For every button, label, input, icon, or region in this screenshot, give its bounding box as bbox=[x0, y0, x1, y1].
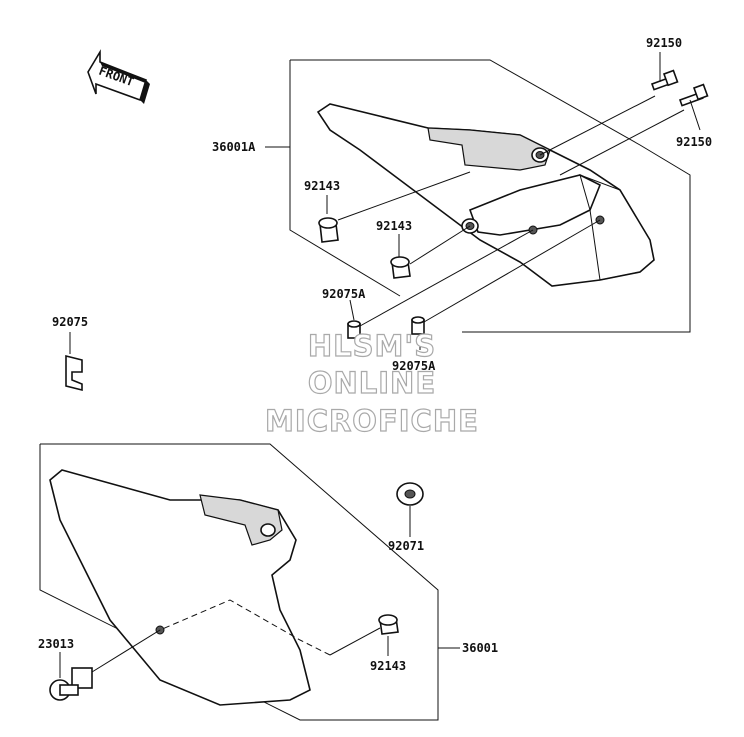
side-cover-upper bbox=[316, 103, 655, 287]
front-arrow-icon: FRONT bbox=[87, 49, 150, 104]
grommet-92143-left bbox=[318, 217, 339, 243]
grommet-92143-mid bbox=[390, 256, 411, 279]
label-92143-left: 92143 bbox=[304, 179, 340, 193]
label-92143-bottom: 92143 bbox=[370, 659, 406, 673]
side-cover-lower bbox=[49, 469, 311, 706]
watermark-line-1: HLSM'S bbox=[308, 329, 436, 363]
screw-23013 bbox=[49, 667, 93, 701]
label-36001: 36001 bbox=[462, 641, 498, 655]
grommet-92143-bottom bbox=[378, 614, 399, 635]
collar-92075A-left bbox=[347, 320, 361, 339]
label-36001A: 36001A bbox=[212, 140, 256, 154]
clip-92075 bbox=[65, 354, 83, 392]
label-92150-top: 92150 bbox=[646, 36, 682, 50]
watermark-line-2: ONLINE bbox=[308, 366, 436, 400]
label-92075A-left: 92075A bbox=[322, 287, 366, 301]
upper-group-frame-left bbox=[289, 60, 401, 297]
watermark-line-3: MICROFICHE bbox=[265, 404, 479, 438]
label-92150-right: 92150 bbox=[676, 135, 712, 149]
label-92071: 92071 bbox=[388, 539, 424, 553]
lower-group-frame bbox=[39, 443, 439, 721]
label-92143-mid: 92143 bbox=[376, 219, 412, 233]
collar-92075A-right bbox=[411, 316, 425, 335]
label-92075A-right: 92075A bbox=[392, 359, 436, 373]
label-92075: 92075 bbox=[52, 315, 88, 329]
upper-group-frame bbox=[290, 59, 691, 333]
label-23013: 23013 bbox=[38, 637, 74, 651]
grommet-92071 bbox=[396, 482, 424, 506]
bolt-92150-right bbox=[678, 83, 709, 107]
bolt-92150-top bbox=[650, 69, 679, 91]
